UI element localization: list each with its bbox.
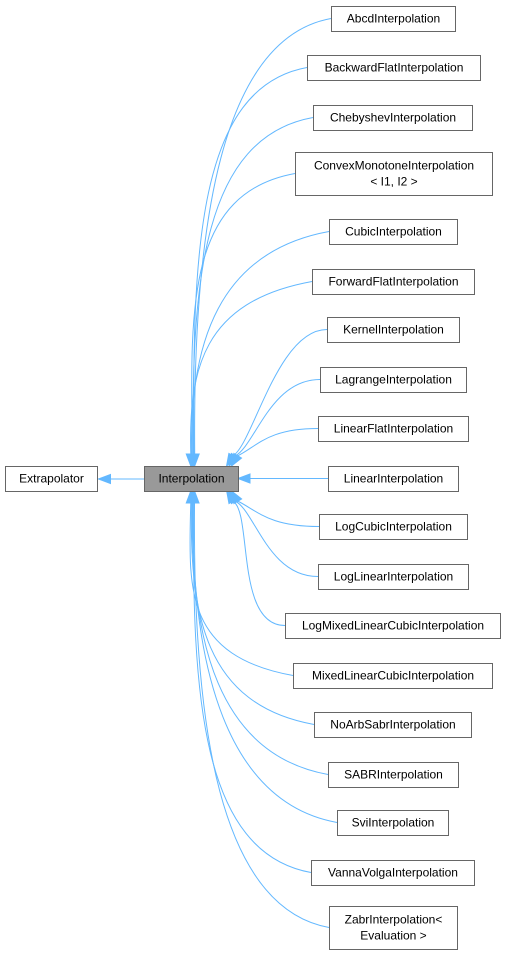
edge-vanna-volga (193, 502, 312, 873)
edge-chebyshev (192, 117, 314, 455)
node-chebyshev-box (313, 105, 473, 131)
node-chebyshev-label: ChebyshevInterpolation (330, 111, 456, 125)
edge-abcd (194, 18, 332, 455)
node-convex-monotone[interactable]: ConvexMonotoneInterpolation < I1, I2 > (295, 152, 493, 196)
node-log-cubic[interactable]: LogCubicInterpolation (319, 514, 468, 540)
edge-no-arb-sabr (190, 502, 315, 725)
node-no-arb-sabr[interactable]: NoArbSabrInterpolation (314, 712, 472, 738)
node-log-mixed-linear-cubic-box (285, 613, 501, 639)
node-backward-flat-box (307, 55, 481, 81)
edge-zabr (193, 502, 330, 928)
edge-cubic (190, 231, 330, 455)
node-no-arb-sabr-label: NoArbSabrInterpolation (330, 718, 455, 732)
node-mixed-linear-cubic-label: MixedLinearCubicInterpolation (312, 669, 474, 683)
node-vanna-volga-label: VannaVolgaInterpolation (328, 866, 458, 880)
node-sabr[interactable]: SABRInterpolation (328, 762, 459, 788)
node-extrapolator-box (5, 466, 98, 492)
node-log-cubic-label: LogCubicInterpolation (335, 520, 452, 534)
node-sabr-label: SABRInterpolation (344, 768, 443, 782)
nodes-layer: Extrapolator Interpolation AbcdInterpolati… (5, 6, 501, 950)
node-abcd-label: AbcdInterpolation (347, 12, 440, 26)
node-linear-label: LinearInterpolation (344, 472, 443, 486)
node-convex-monotone-label: ConvexMonotoneInterpolation (314, 159, 474, 173)
arrowhead-linear-flat (230, 452, 243, 468)
node-svi-label: SviInterpolation (352, 816, 435, 830)
edge-kernel (232, 329, 328, 457)
arrowhead-extrapolator (97, 473, 111, 485)
edge-linear-flat (237, 428, 319, 457)
node-interpolation-box (144, 466, 239, 492)
node-chebyshev[interactable]: ChebyshevInterpolation (313, 105, 473, 131)
edge-backward-flat (193, 67, 308, 455)
node-convex-monotone-label: < I1, I2 > (370, 175, 417, 189)
node-linear[interactable]: LinearInterpolation (328, 466, 459, 492)
node-vanna-volga-box (311, 860, 475, 886)
node-zabr[interactable]: ZabrInterpolation< Evaluation > (329, 906, 458, 950)
node-mixed-linear-cubic[interactable]: MixedLinearCubicInterpolation (293, 663, 493, 689)
edge-convex-monotone (191, 173, 296, 455)
node-cubic[interactable]: CubicInterpolation (329, 219, 458, 245)
node-log-mixed-linear-cubic[interactable]: LogMixedLinearCubicInterpolation (285, 613, 501, 639)
node-log-linear-label: LogLinearInterpolation (334, 570, 453, 584)
node-sabr-box (328, 762, 459, 788)
edge-log-cubic (237, 500, 320, 527)
edge-log-mixed-linear-cubic (232, 500, 286, 626)
node-kernel-label: KernelInterpolation (343, 323, 444, 337)
node-abcd[interactable]: AbcdInterpolation (331, 6, 456, 32)
node-linear-flat-label: LinearFlatInterpolation (334, 422, 453, 436)
node-log-mixed-linear-cubic-label: LogMixedLinearCubicInterpolation (302, 619, 484, 633)
edge-mixed-linear-cubic (189, 502, 294, 676)
node-extrapolator-label: Extrapolator (19, 472, 84, 486)
arrowhead-zabr (189, 489, 200, 504)
arrowhead-forward-flat (185, 453, 196, 468)
node-lagrange-box (320, 367, 467, 393)
edges-layer (97, 18, 338, 928)
node-vanna-volga[interactable]: VannaVolgaInterpolation (311, 860, 475, 886)
node-no-arb-sabr-box (314, 712, 472, 738)
node-mixed-linear-cubic-box (293, 663, 493, 689)
node-zabr-box (329, 906, 458, 950)
node-interpolation-label: Interpolation (158, 472, 224, 486)
node-svi-box (337, 810, 449, 836)
edge-log-linear (234, 500, 319, 577)
node-log-linear-box (318, 564, 469, 590)
node-zabr-label: Evaluation > (360, 929, 426, 943)
node-cubic-label: CubicInterpolation (345, 225, 442, 239)
node-forward-flat-label: ForwardFlatInterpolation (328, 275, 458, 289)
edge-svi (192, 502, 338, 823)
node-cubic-box (329, 219, 458, 245)
node-zabr-label: ZabrInterpolation< (345, 913, 443, 927)
node-backward-flat-label: BackwardFlatInterpolation (325, 61, 464, 75)
node-lagrange-label: LagrangeInterpolation (335, 373, 452, 387)
arrowhead-log-mixed-linear-cubic (225, 489, 238, 505)
node-convex-monotone-box (295, 152, 493, 196)
node-lagrange[interactable]: LagrangeInterpolation (320, 367, 467, 393)
node-linear-flat[interactable]: LinearFlatInterpolation (318, 416, 469, 442)
node-linear-flat-box (318, 416, 469, 442)
node-interpolation[interactable]: Interpolation (144, 466, 239, 492)
node-log-linear[interactable]: LogLinearInterpolation (318, 564, 469, 590)
node-abcd-box (331, 6, 456, 32)
arrowhead-linear (236, 473, 251, 484)
edge-lagrange (234, 379, 321, 457)
node-forward-flat-box (312, 269, 475, 295)
node-kernel[interactable]: KernelInterpolation (327, 317, 460, 343)
node-extrapolator[interactable]: Extrapolator (5, 466, 98, 492)
node-svi[interactable]: SviInterpolation (337, 810, 449, 836)
edge-forward-flat (190, 281, 313, 455)
node-log-cubic-box (319, 514, 468, 540)
node-kernel-box (327, 317, 460, 343)
node-backward-flat[interactable]: BackwardFlatInterpolation (307, 55, 481, 81)
node-forward-flat[interactable]: ForwardFlatInterpolation (312, 269, 475, 295)
node-linear-box (328, 466, 459, 492)
